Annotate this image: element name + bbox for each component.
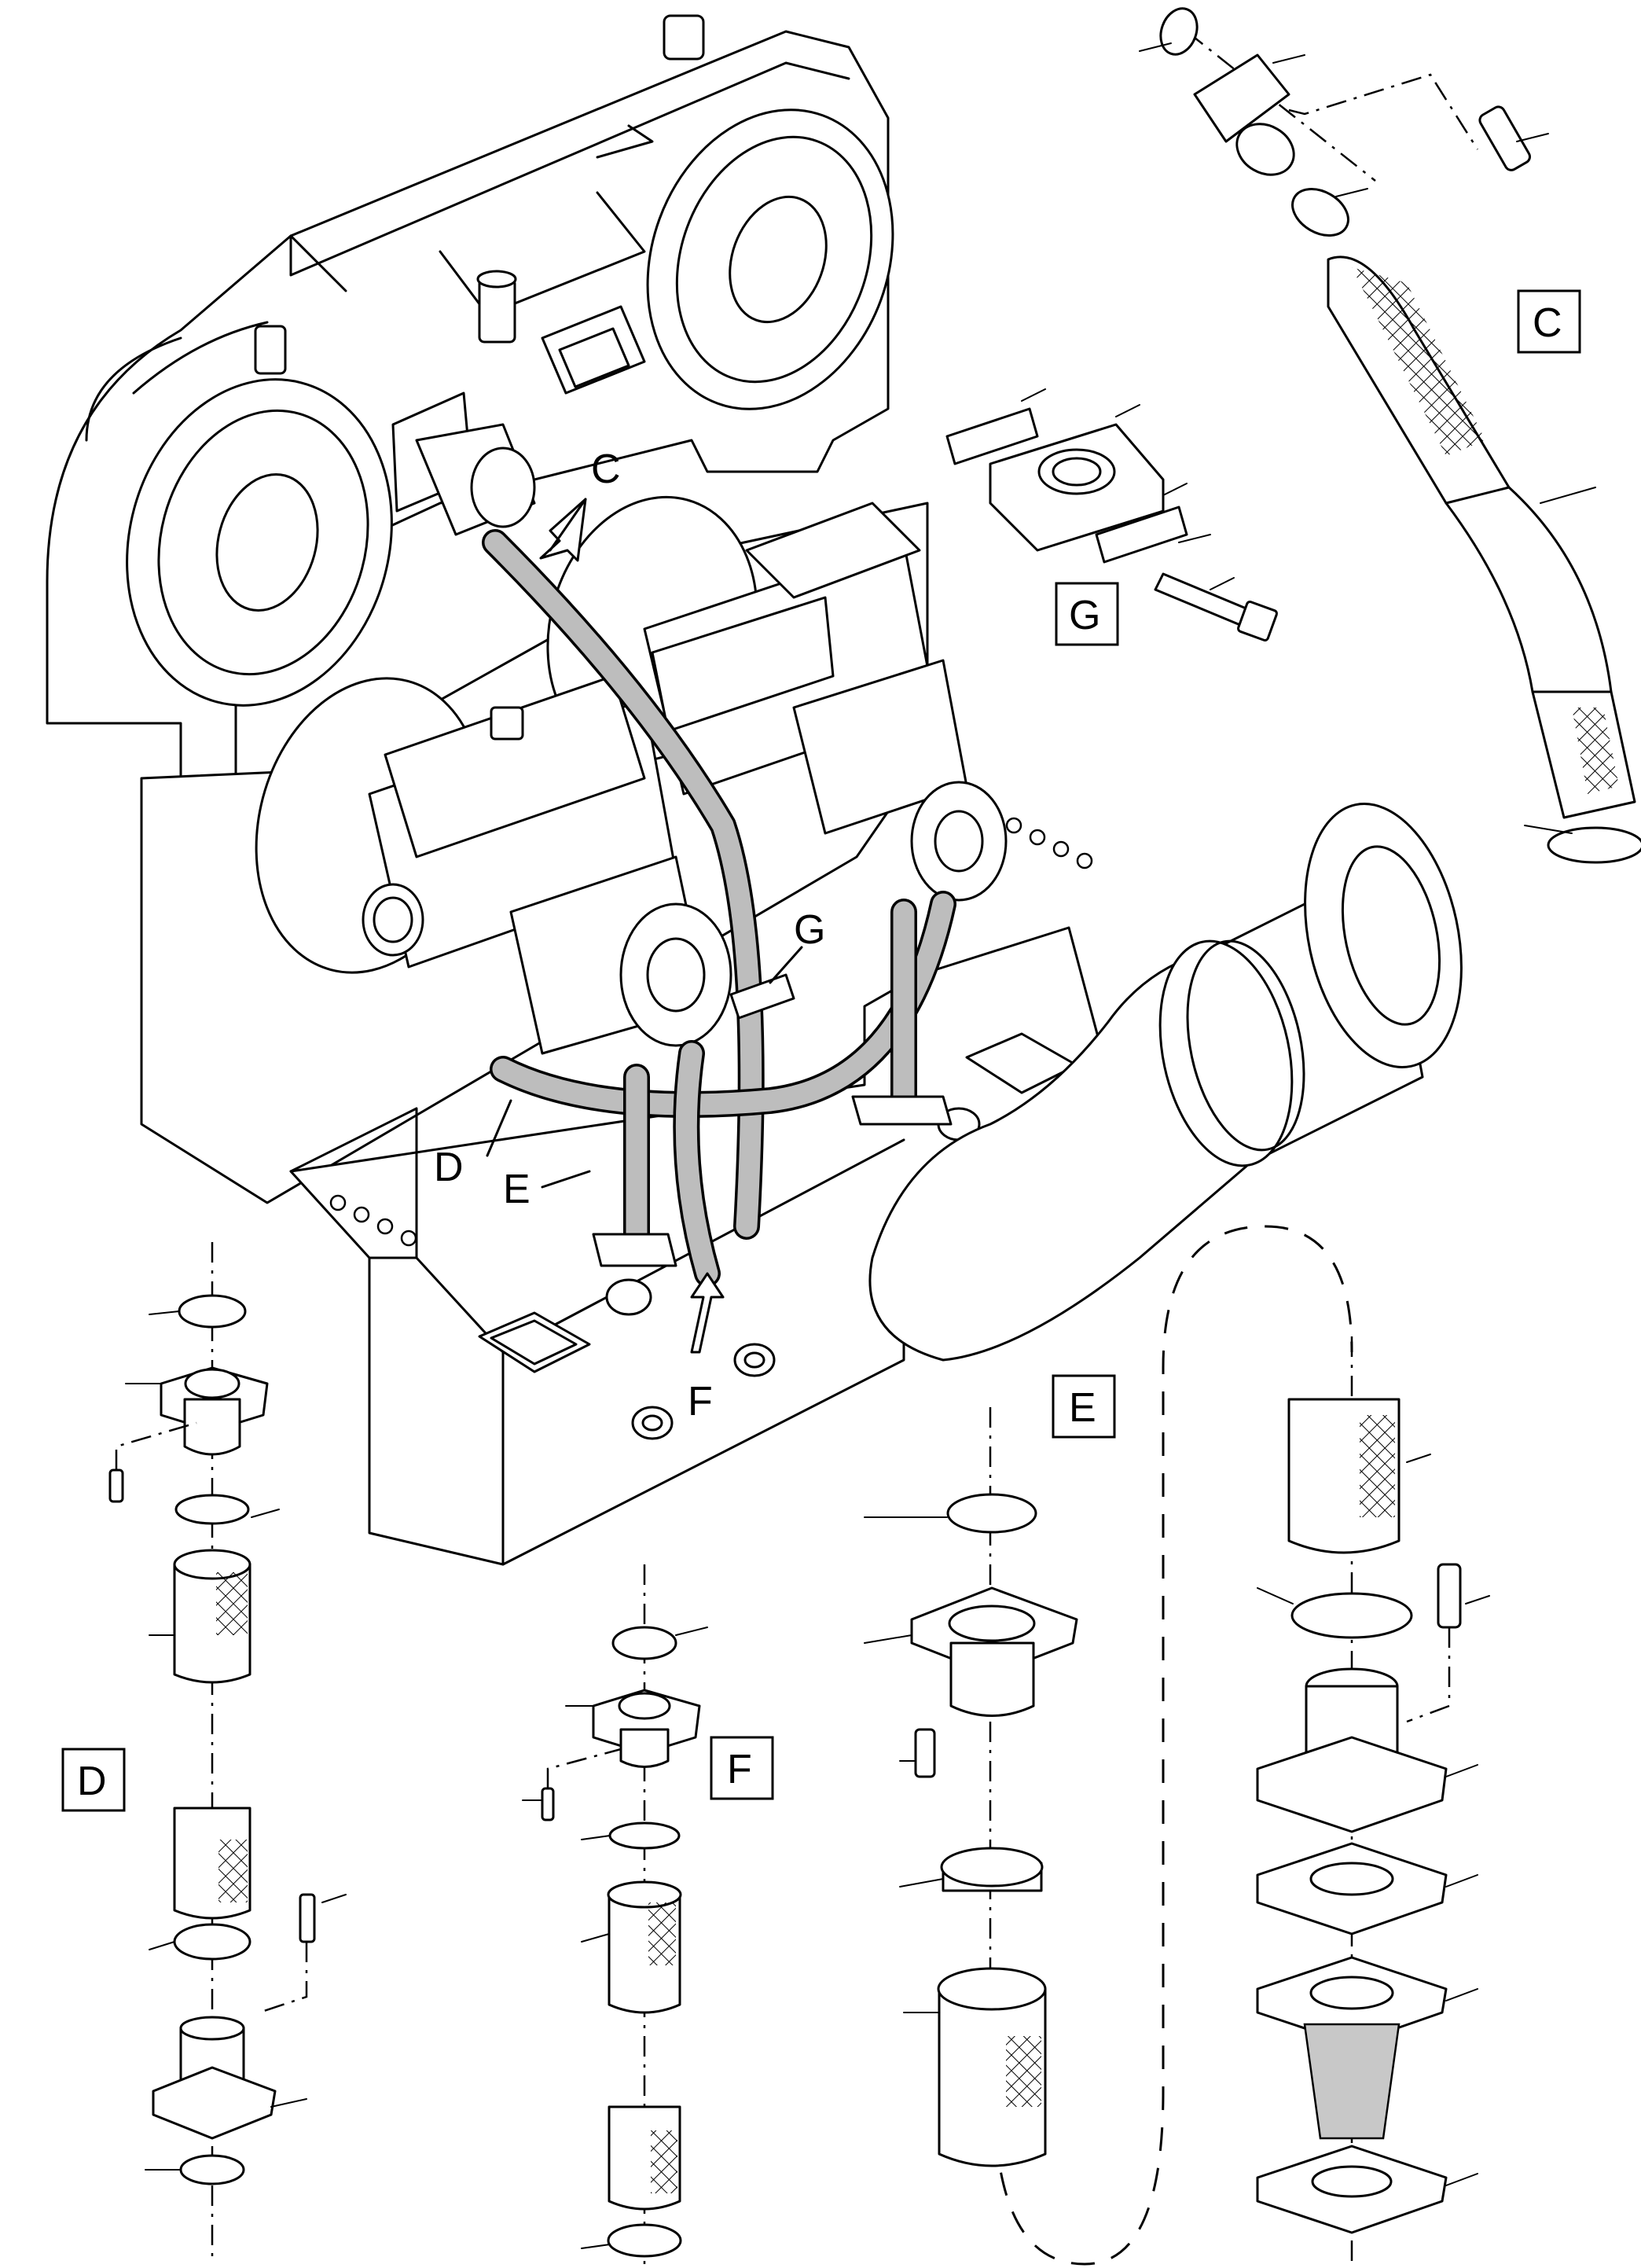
view-f-box [710, 1736, 774, 1800]
detail-view-e: E [864, 1225, 1490, 2266]
motor-fitting [391, 391, 536, 536]
view-e-label: E [1069, 1385, 1096, 1431]
detail-view-g: G [945, 388, 1279, 646]
view-g-box [1055, 582, 1119, 646]
view-c-label: C [1533, 300, 1562, 346]
pump-assembly-front [255, 675, 732, 1055]
gearbox-housing [46, 14, 894, 811]
detail-view-d: D [61, 1242, 347, 2264]
view-d-label: D [77, 1759, 107, 1804]
view-c-box [1517, 289, 1581, 354]
callout-g-label: G [794, 907, 825, 953]
hose-lines [482, 529, 956, 1287]
main-assembly: C G D E F [46, 14, 1463, 1566]
view-g-label: G [1069, 593, 1100, 638]
view-f-label: F [727, 1747, 752, 1792]
callout-arrows [486, 498, 803, 1354]
detail-view-c: C [1139, 7, 1641, 864]
callout-f-label: F [688, 1379, 713, 1424]
view-d-box [61, 1748, 126, 1812]
callout-c-label: C [591, 447, 621, 492]
outlet-pipe [868, 803, 1463, 1362]
callout-d-label: D [434, 1145, 464, 1190]
pump-assembly-rear [546, 495, 1008, 902]
callout-e-label: E [503, 1167, 530, 1212]
detail-view-f: F [522, 1564, 774, 2264]
view-e-box [1052, 1374, 1116, 1439]
